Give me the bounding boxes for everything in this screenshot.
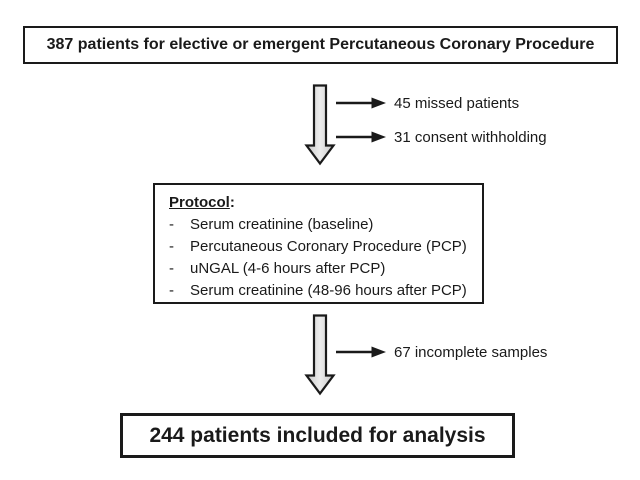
exclusion-arrow-1: [336, 97, 386, 109]
bullet-dash: -: [169, 260, 174, 277]
exclusion-label-incomplete-samples: 67 incomplete samples: [394, 344, 548, 361]
bullet-dash: -: [169, 238, 174, 255]
protocol-item-2-label: Percutaneous Coronary Procedure (PCP): [190, 238, 467, 255]
down-block-arrow-1-shape: [304, 84, 336, 166]
down-block-arrow-2-shape: [304, 314, 336, 396]
exclusion-arrow-2: [336, 131, 386, 143]
bullet-dash: -: [169, 216, 174, 233]
down-block-arrow-1: [304, 84, 336, 166]
protocol-item-3-label: uNGAL (4-6 hours after PCP): [190, 260, 386, 277]
enrolled-patients-box: 387 patients for elective or emergent Pe…: [23, 26, 618, 64]
enrolled-patients-label: 387 patients for elective or emergent Pe…: [46, 36, 595, 53]
protocol-title-text: Protocol: [169, 194, 230, 211]
protocol-item-1-label: Serum creatinine (baseline): [190, 216, 374, 233]
protocol-title-colon: :: [229, 194, 235, 211]
exclusion-arrow-2-head: [371, 131, 386, 143]
down-block-arrow-2: [304, 314, 336, 396]
protocol-item-4: - Serum creatinine (48-96 hours after PC…: [169, 280, 474, 302]
exclusion-arrow-1-head: [371, 97, 386, 109]
protocol-item-2: - Percutaneous Coronary Procedure (PCP): [169, 236, 474, 258]
included-patients-box: 244 patients included for analysis: [120, 413, 515, 458]
exclusion-label-consent-withholding: 31 consent withholding: [394, 129, 547, 146]
exclusion-arrow-3: [336, 346, 386, 358]
protocol-item-1: - Serum creatinine (baseline): [169, 214, 474, 236]
exclusion-label-missed-patients: 45 missed patients: [394, 95, 520, 112]
protocol-title: Protocol:: [169, 192, 474, 214]
protocol-item-3: - uNGAL (4-6 hours after PCP): [169, 258, 474, 280]
exclusion-arrow-3-head: [371, 346, 386, 358]
protocol-item-4-label: Serum creatinine (48-96 hours after PCP): [190, 282, 467, 299]
protocol-box: Protocol: - Serum creatinine (baseline) …: [153, 183, 484, 304]
bullet-dash: -: [169, 282, 174, 299]
included-patients-label: 244 patients included for analysis: [149, 423, 486, 447]
